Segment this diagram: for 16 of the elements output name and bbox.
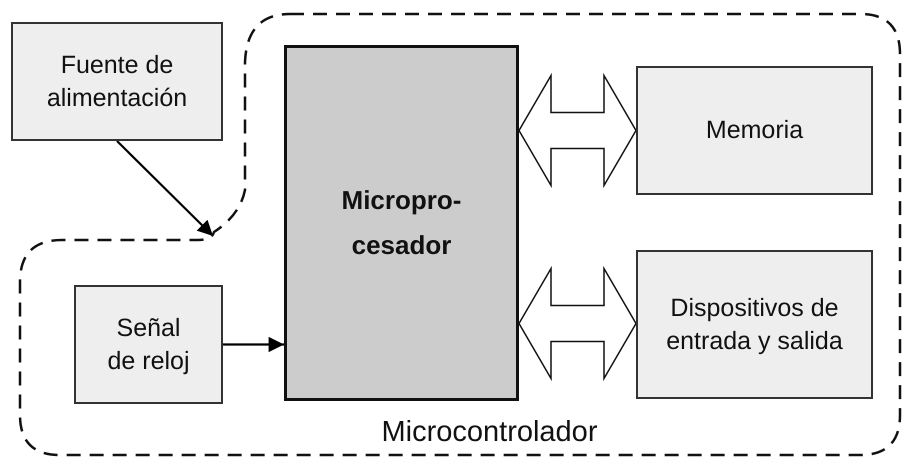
microcontroller-region	[18, 12, 903, 458]
double-block-arrow	[518, 266, 637, 382]
block-label: Señal de reloj	[106, 313, 190, 376]
block-box	[636, 66, 873, 195]
block-label: Memoria	[704, 115, 804, 146]
block-label: Micropro- cesador	[340, 184, 462, 262]
arrow	[223, 336, 284, 352]
double-block-arrow	[518, 72, 637, 188]
block-box	[636, 250, 873, 399]
block-label: Fuente de alimentación	[46, 50, 188, 114]
processor-box	[284, 45, 519, 401]
block-box	[11, 22, 223, 141]
region-label: Microcontrolador	[380, 415, 598, 450]
block-box	[74, 285, 223, 404]
block-label: Dispositivos de entrada y salida	[665, 293, 844, 356]
arrow	[116, 140, 214, 237]
